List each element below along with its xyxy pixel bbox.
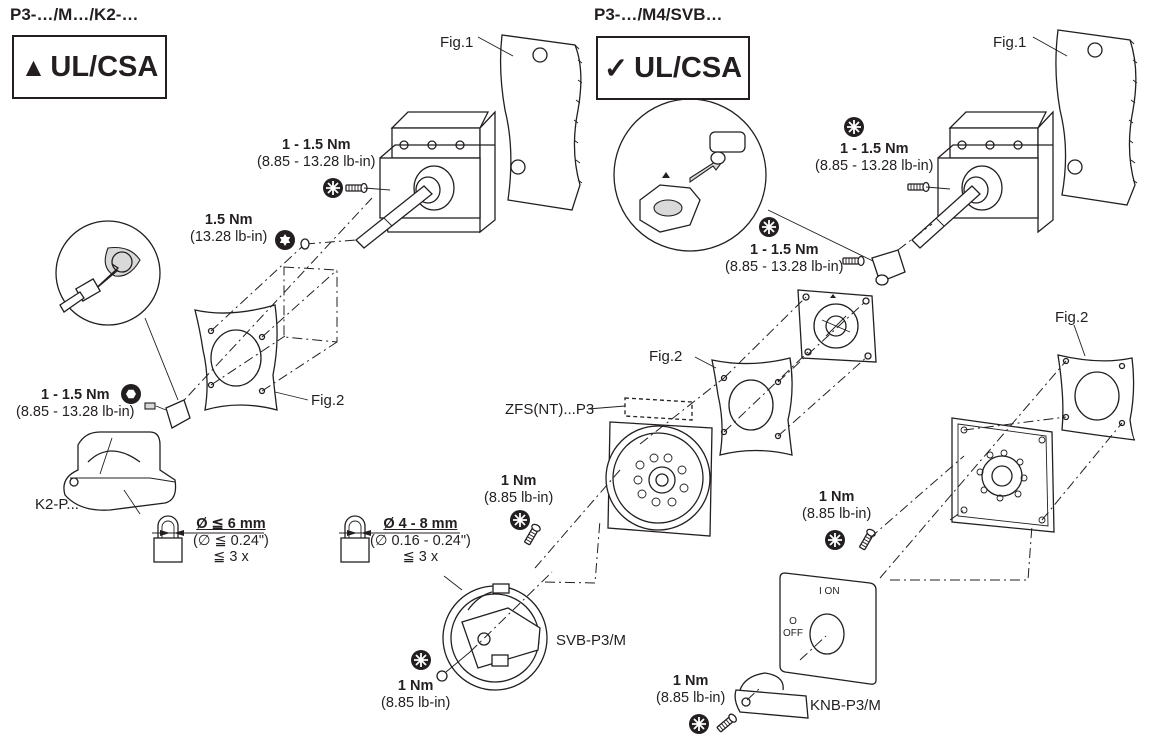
coupling-detail-circle (55, 220, 179, 401)
padlock-imperial: (∅ 0.16 - 0.24") (370, 532, 471, 549)
torque-svb-handle-screw: 1 Nm (8.85 lb-in) (381, 678, 450, 711)
svb-handle-label: SVB-P3/M (556, 632, 627, 649)
torque-imperial: (8.85 lb-in) (802, 505, 872, 522)
handle-k2-label: K2-P... (35, 496, 79, 513)
fig2-door-plate (1057, 324, 1136, 441)
shaft-coupling (144, 399, 191, 429)
torque-value: 1 Nm (500, 473, 537, 489)
knb-handle-label: KNB-P3/M (810, 697, 881, 714)
svb-front-plate (605, 421, 713, 537)
pozidriv-icon (688, 713, 710, 735)
zfs-shroud-label: ZFS(NT)...P3 (505, 401, 595, 418)
fig1-door-panel (477, 34, 583, 211)
shaft-coupling (871, 249, 906, 286)
right-assembly (339, 29, 1138, 734)
pozidriv-icon (322, 177, 344, 199)
left-model-title: P3-…/M…/K2-… (10, 5, 139, 24)
torx-icon (275, 230, 295, 250)
torque-value: 1 - 1.5 Nm (281, 137, 351, 153)
torque-shaft-screw: 1.5 Nm (13.28 lb-in) (190, 212, 267, 245)
pozidriv-icon (758, 216, 780, 238)
ul-csa-badge-certified: ✓ UL/CSA (596, 36, 750, 100)
coupling-detail-circle (613, 98, 876, 263)
warning-triangle-icon: ▲ (20, 51, 47, 82)
torque-imperial: (8.85 lb-in) (484, 489, 554, 506)
knb-handle (734, 672, 809, 719)
fig2-door-plate (194, 304, 309, 411)
torque-value: 1 Nm (818, 489, 855, 505)
torx-screw (300, 238, 310, 250)
fig2-door-plate (694, 356, 793, 456)
padlock-count: ≦ 3 x (213, 549, 249, 566)
switch-disconnector (379, 110, 496, 234)
torque-svb-plate-screw: 1 Nm (8.85 lb-in) (484, 473, 553, 506)
pozidriv-icon (410, 649, 432, 671)
torque-value: 1.5 Nm (204, 212, 253, 228)
fig2-label: Fig.2 (311, 392, 345, 409)
fig2-label: Fig.2 (649, 348, 683, 365)
fig1-door-panel (1032, 29, 1138, 206)
torque-value: 1 Nm (672, 673, 709, 689)
switch-screw (345, 182, 368, 194)
torque-imperial: (8.85 lb-in) (656, 689, 726, 706)
torque-knb-plate-screw: 1 Nm (8.85 lb-in) (802, 489, 871, 522)
knb-handle-screw (715, 712, 739, 734)
torque-value: 1 - 1.5 Nm (839, 141, 909, 157)
fig2-label: Fig.2 (1055, 309, 1089, 326)
left-assembly (47, 34, 583, 563)
switch-screw (907, 181, 930, 193)
fig1-label: Fig.1 (993, 34, 1027, 51)
svb-mechanism-base (797, 289, 877, 363)
torque-imperial: (8.85 lb-in) (381, 694, 451, 711)
torque-switch-screw: 1 - 1.5 Nm (8.85 - 13.28 lb-in) (257, 137, 375, 170)
extension-shaft (911, 185, 981, 249)
knb-off-marking: O OFF (783, 616, 803, 639)
padlock-spec-left: Ø ≦ 6 mm (∅ ≦ 0.24") ≦ 3 x (193, 516, 269, 566)
svb-handle (442, 575, 548, 691)
off-symbol: O (789, 616, 797, 627)
off-text: OFF (783, 627, 803, 639)
padlock-count: ≦ 3 x (402, 549, 439, 566)
torque-value: 1 - 1.5 Nm (749, 242, 819, 258)
knb-mounting-plate (951, 417, 1055, 533)
torque-imperial: (8.85 - 13.28 lb-in) (257, 153, 376, 170)
zfs-shroud (587, 397, 693, 421)
knb-on-marking: I ON (819, 586, 840, 597)
padlock-imperial: (∅ ≦ 0.24") (193, 532, 269, 549)
ul-csa-badge-not-certified: ▲ UL/CSA (12, 35, 167, 99)
torque-value: 1 - 1.5 Nm (40, 387, 110, 403)
k2-handle (63, 431, 177, 515)
padlock-icon (340, 515, 370, 563)
padlock-icon (153, 515, 183, 563)
ul-csa-text: UL/CSA (50, 50, 159, 83)
extension-shaft (355, 185, 433, 249)
pozidriv-icon (509, 509, 531, 531)
pozidriv-icon (824, 529, 846, 551)
torque-value: 1 Nm (397, 678, 434, 694)
padlock-spec-right: Ø 4 - 8 mm (∅ 0.16 - 0.24") ≦ 3 x (370, 516, 471, 566)
torque-coupling-screw: 1 - 1.5 Nm (8.85 - 13.28 lb-in) (725, 242, 843, 275)
torque-imperial: (8.85 - 13.28 lb-in) (16, 403, 135, 420)
fig1-label: Fig.1 (440, 34, 474, 51)
pozidriv-icon (843, 116, 865, 138)
knb-plate-screw (857, 527, 878, 552)
torque-knb-handle-screw: 1 Nm (8.85 lb-in) (656, 673, 725, 706)
checkmark-icon: ✓ (603, 52, 629, 85)
svb-handle-screw (436, 651, 471, 682)
ul-csa-text: UL/CSA (634, 51, 743, 84)
torque-imperial: (13.28 lb-in) (190, 228, 268, 245)
padlock-diameter: Ø ≦ 6 mm (196, 516, 266, 532)
padlock-diameter: Ø 4 - 8 mm (383, 516, 458, 532)
torque-imperial: (8.85 - 13.28 lb-in) (815, 157, 934, 174)
torque-switch-screw: 1 - 1.5 Nm (8.85 - 13.28 lb-in) (815, 141, 933, 174)
torque-imperial: (8.85 - 13.28 lb-in) (725, 258, 844, 275)
right-model-title: P3-…/M4/SVB… (594, 5, 723, 24)
coupling-screw (842, 255, 865, 267)
torque-coupling-screw: 1 - 1.5 Nm (8.85 - 13.28 lb-in) (16, 387, 134, 420)
